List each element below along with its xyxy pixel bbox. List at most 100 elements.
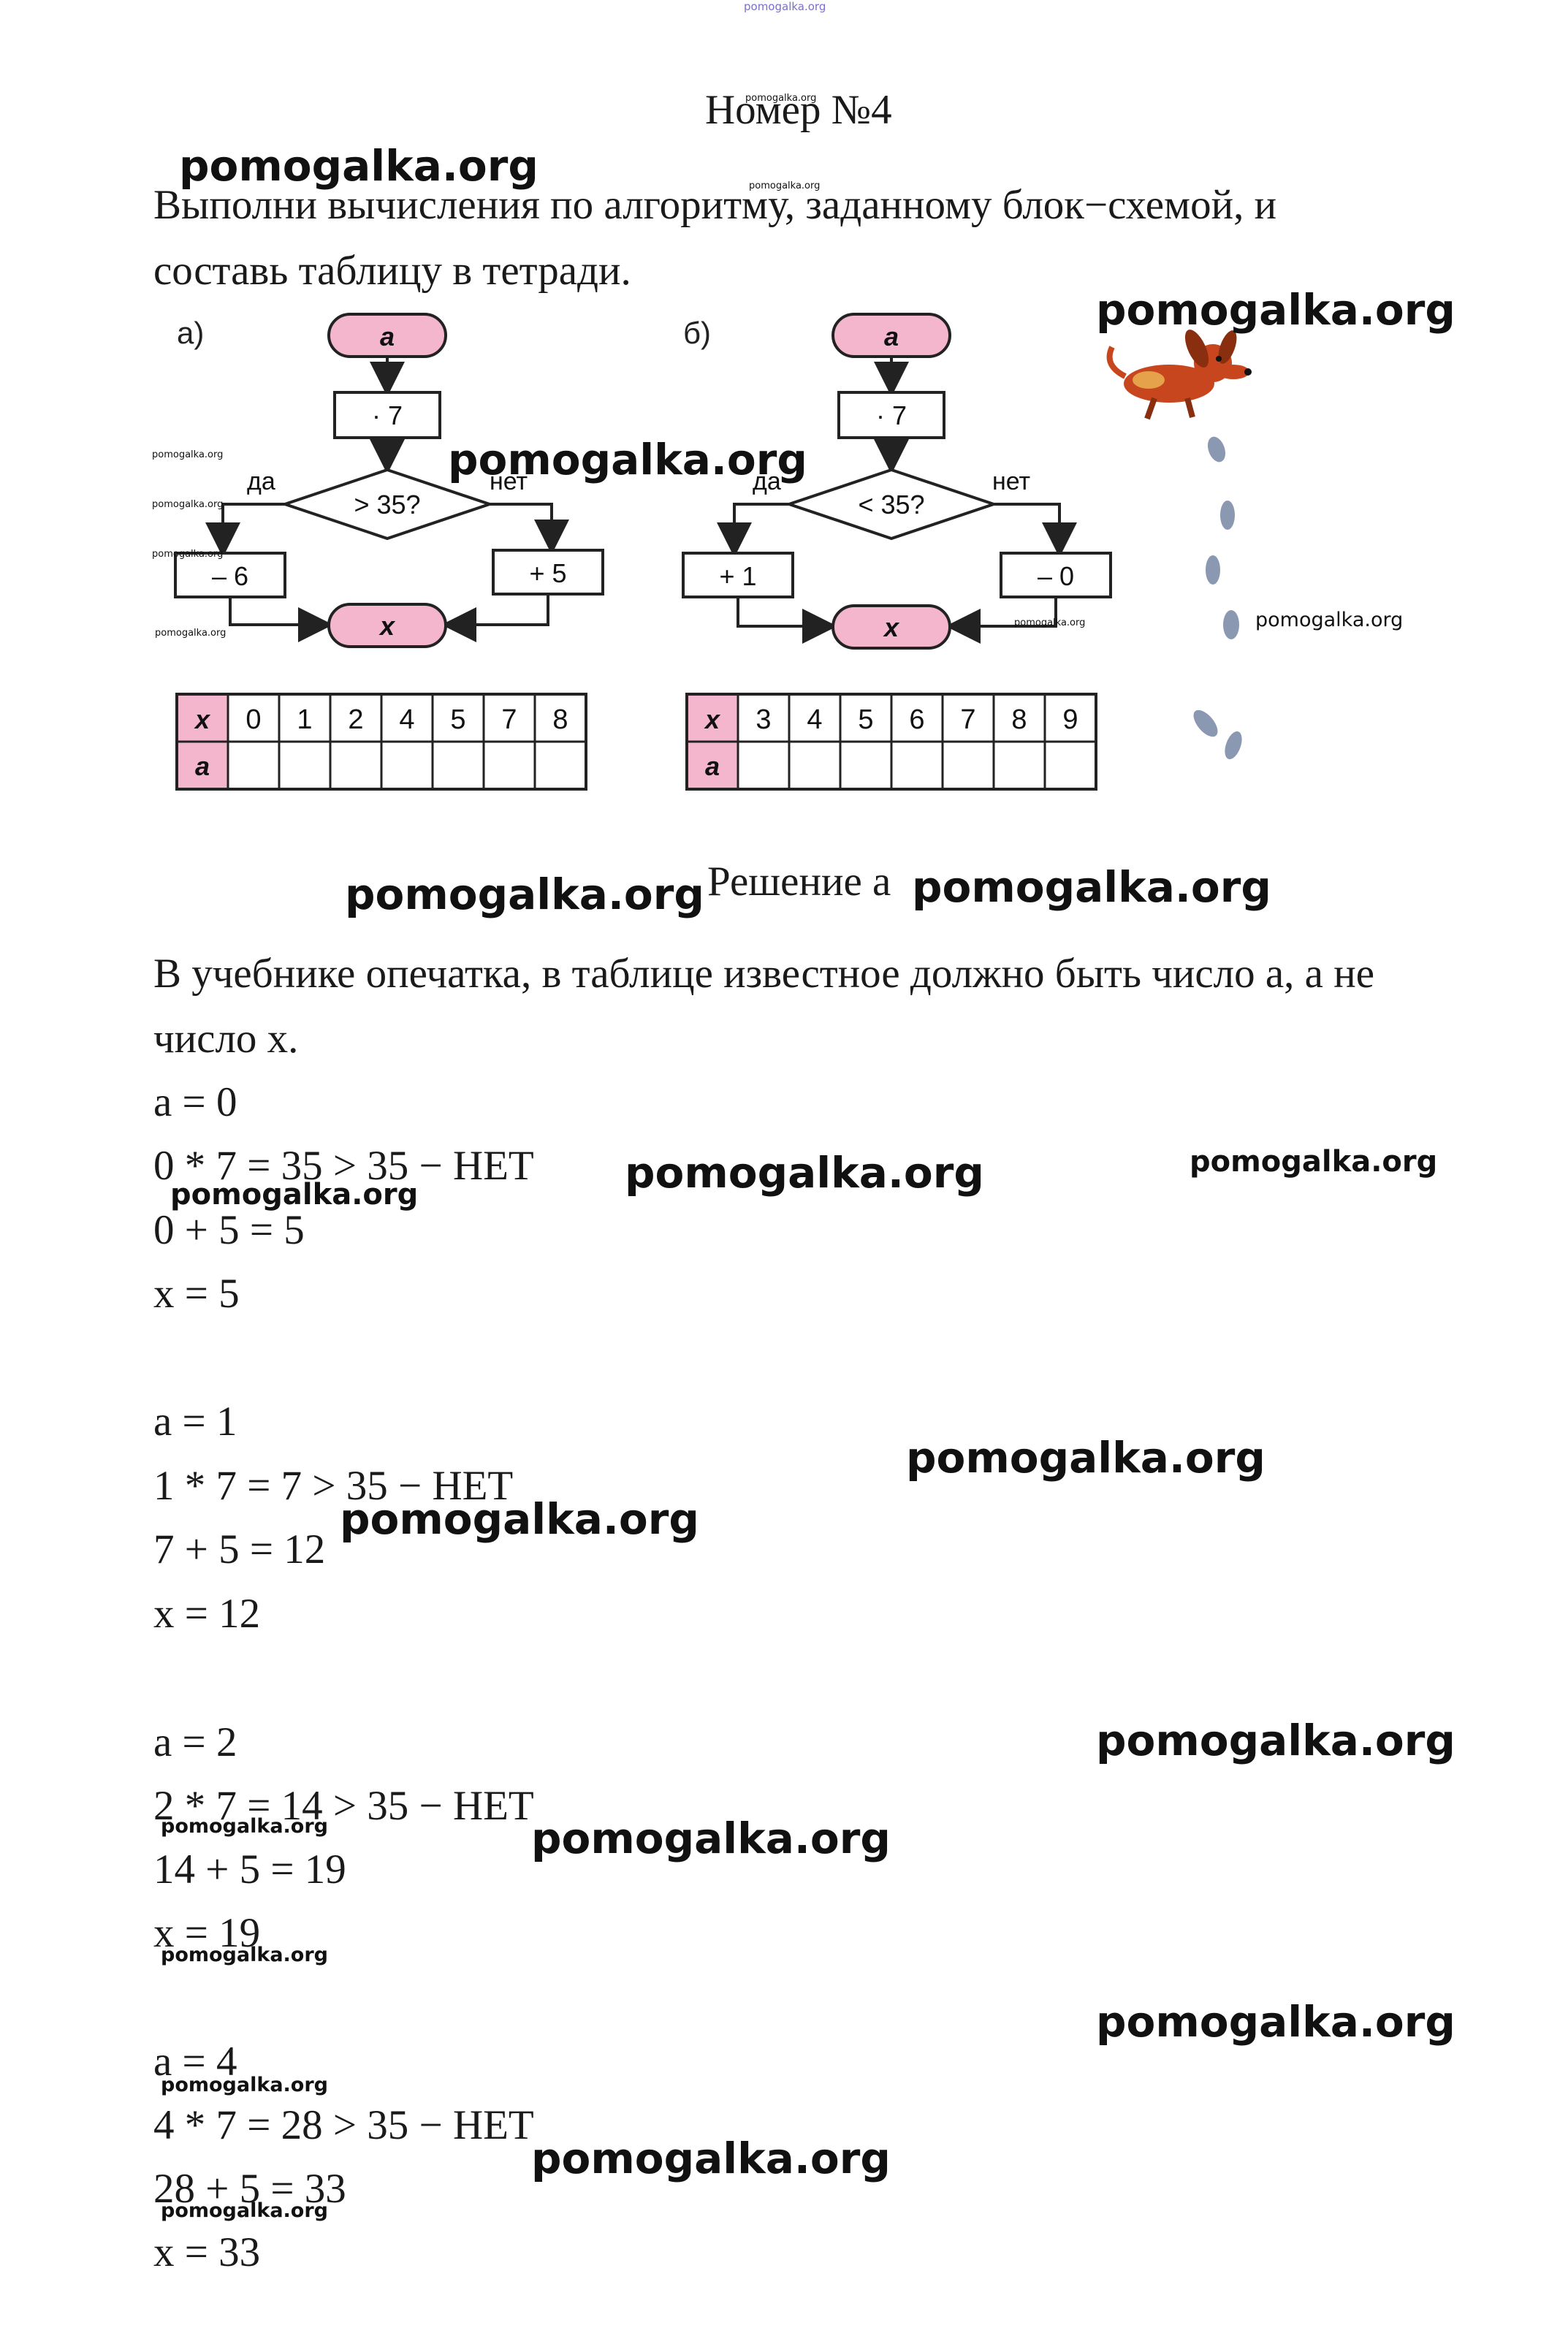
watermark: pomogalka.org	[1190, 1145, 1438, 1179]
flowchart-a-condition: > 35?	[354, 490, 420, 520]
table-b-cell: 4	[807, 704, 822, 735]
flowchart-a-yes-label: да	[247, 468, 275, 495]
watermark: pomogalka.org	[161, 1944, 328, 1966]
watermark: pomogalka.org	[625, 1148, 984, 1198]
table-b-cell: 9	[1062, 704, 1078, 735]
flowchart-b-no-box	[1000, 552, 1112, 598]
table-b-cell: 7	[960, 704, 975, 735]
table-a-cell: 4	[399, 704, 414, 735]
watermark: pomogalka.org	[1255, 609, 1404, 631]
watermark: pomogalka.org	[1096, 1997, 1455, 2047]
watermark: pomogalka.org	[906, 1433, 1266, 1483]
step-a-value: a = 4	[153, 2039, 237, 2085]
table-a-cell: 8	[552, 704, 568, 735]
step-op: 7 + 5 = 12	[153, 1526, 326, 1572]
flowchart-b-end-box	[831, 604, 951, 650]
flowchart-a-end-text: x	[378, 611, 396, 641]
step-x-value: x = 12	[153, 1591, 261, 1637]
watermark: pomogalka.org	[340, 1494, 699, 1544]
watermark: pomogalka.org	[745, 93, 817, 104]
task-line-2: составь таблицу в тетради.	[153, 248, 631, 294]
watermark: pomogalka.org	[1096, 285, 1455, 335]
table-a-cell: 7	[501, 704, 517, 735]
step-a-value: a = 1	[153, 1399, 237, 1445]
flowchart-b-decision	[784, 468, 999, 541]
table-a-cell: 1	[297, 704, 312, 735]
flowchart-a-label: а)	[177, 316, 204, 350]
flowchart-a: а) a · 7 > 35? да нет – 6 + 5 x	[174, 313, 604, 648]
flowchart-b-multiply-box	[837, 391, 945, 439]
flowchart-b-yes-op: + 1	[719, 561, 756, 591]
flowchart-b-no-op: – 0	[1038, 561, 1074, 591]
step-a-value: a = 2	[153, 1719, 237, 1765]
table-b: x a 3 4 5 6 7 8 9	[685, 693, 1097, 791]
table-a-head-a: a	[195, 751, 210, 781]
step-x-value: x = 5	[153, 1271, 240, 1317]
table-b-head-a: a	[705, 751, 720, 781]
flowchart-b: б) a · 7 < 35? да нет + 1 – 0 x	[682, 313, 1112, 650]
flowchart-b-multiply-text: · 7	[876, 400, 907, 430]
watermark: pomogalka.org	[170, 1178, 419, 1211]
watermark: pomogalka.org	[1014, 617, 1086, 628]
flowchart-a-yes-op: – 6	[212, 561, 248, 591]
watermark-top: pomogalka.org	[744, 0, 826, 13]
footprints	[1193, 436, 1242, 760]
step-x-value: x = 33	[153, 2229, 261, 2275]
dog-illustration	[1106, 330, 1252, 420]
table-b-cell: 5	[858, 704, 873, 735]
watermark: pomogalka.org	[152, 499, 224, 510]
step-x-value: x = 19	[153, 1910, 261, 1956]
solution-note-line-2: число х.	[153, 1016, 299, 1062]
flowchart-b-start-text: a	[884, 322, 899, 351]
flowchart-a-multiply-box	[333, 391, 441, 439]
watermark: pomogalka.org	[345, 870, 704, 919]
watermark: pomogalka.org	[531, 2134, 891, 2183]
watermark: pomogalka.org	[152, 549, 224, 560]
flowchart-b-yes-label: да	[753, 468, 781, 495]
flowchart-a-no-box	[492, 549, 604, 596]
flowchart-a-start-text: a	[380, 322, 395, 351]
flowchart-b-no-label: нет	[992, 468, 1030, 495]
step-calc: 1 * 7 = 7 > 35 − НЕТ	[153, 1463, 514, 1509]
flowchart-a-end-box	[327, 603, 447, 648]
flowchart-b-condition: < 35?	[858, 490, 924, 520]
flowchart-a-no-op: + 5	[529, 558, 566, 588]
watermark: pomogalka.org	[179, 141, 538, 191]
watermark: pomogalka.org	[749, 180, 821, 191]
table-b-head-x: x	[704, 704, 721, 734]
watermark: pomogalka.org	[152, 449, 224, 460]
flowchart-a-no-label: нет	[490, 468, 528, 495]
table-a-head-x: x	[194, 704, 211, 734]
table-a-cell: 5	[450, 704, 465, 735]
watermark: pomogalka.org	[161, 1815, 328, 1838]
flowchart-a-multiply-text: · 7	[372, 400, 403, 430]
watermark: pomogalka.org	[161, 2199, 328, 2222]
watermark: pomogalka.org	[161, 2074, 328, 2096]
step-op: 14 + 5 = 19	[153, 1846, 346, 1892]
solution-note-line-1: В учебнике опечатка, в таблице известное…	[153, 951, 1375, 997]
step-a-value: a = 0	[153, 1079, 237, 1125]
table-a: x a 0 1 2 4 5 7 8	[175, 693, 587, 791]
watermark: pomogalka.org	[531, 1814, 891, 1863]
flowchart-a-decision	[280, 468, 495, 541]
watermark: pomogalka.org	[155, 628, 227, 639]
step-op: 28 + 5 = 33	[153, 2166, 346, 2212]
step-op: 0 + 5 = 5	[153, 1207, 305, 1253]
watermark: pomogalka.org	[912, 862, 1271, 912]
task-line-1: Выполни вычисления по алгоритму, заданно…	[153, 182, 1277, 228]
watermark: pomogalka.org	[448, 435, 807, 484]
table-a-cell: 0	[246, 704, 261, 735]
table-b-cell: 3	[756, 704, 771, 735]
flowchart-b-label: б)	[683, 316, 711, 350]
flowchart-b-end-text: x	[883, 612, 900, 642]
watermark: pomogalka.org	[1096, 1716, 1455, 1765]
table-b-cell: 8	[1011, 704, 1027, 735]
flowchart-figure: а) a · 7 > 35? да нет – 6 + 5 x x a	[153, 296, 1279, 800]
table-a-cell: 2	[348, 704, 363, 735]
step-calc: 4 * 7 = 28 > 35 − НЕТ	[153, 2102, 534, 2148]
solution-heading: Решение а	[707, 859, 891, 905]
table-b-cell: 6	[909, 704, 924, 735]
page-title: Номер №4	[705, 87, 892, 133]
step-calc: 2 * 7 = 14 > 35 − НЕТ	[153, 1783, 534, 1829]
step-calc: 0 * 7 = 35 > 35 − НЕТ	[153, 1143, 534, 1189]
